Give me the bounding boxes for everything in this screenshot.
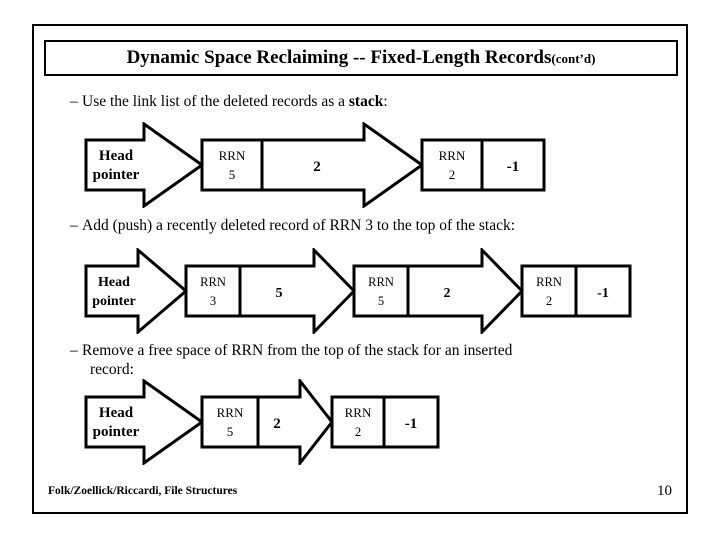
node-rrn-label-2-3: RRN bbox=[536, 275, 562, 289]
node-rrn-label-2-2: RRN bbox=[368, 275, 394, 289]
node-rrn-value-3-1: 5 bbox=[227, 424, 234, 439]
node-pointer-cell-2-3 bbox=[574, 264, 632, 318]
head-pointer-label-line1-3: Head bbox=[99, 405, 134, 421]
page-title-suffix: (cont’d) bbox=[551, 51, 596, 66]
head-pointer-arrow-shape-1 bbox=[84, 122, 205, 208]
node-rrn-value-1-1: 5 bbox=[229, 167, 236, 182]
node-pointer-value-1-2: -1 bbox=[507, 159, 520, 175]
page-title-main: Dynamic Space Reclaiming -- Fixed-Length… bbox=[126, 47, 552, 68]
bullet-text-3-line2: record: bbox=[90, 361, 134, 379]
bullet-item-3: –Remove a free space of RRN from the top… bbox=[70, 341, 680, 380]
node-pointer-arrow-1-1 bbox=[260, 122, 425, 208]
bullet-dash-1: – bbox=[70, 93, 78, 110]
node-rrn-cell-1-1 bbox=[200, 138, 264, 192]
node-rrn-label-3-2: RRN bbox=[345, 405, 372, 420]
linked-list-diagram-3: Head pointer RRN 5 2 RRN 2 -1 bbox=[34, 379, 690, 465]
head-pointer-label-line2-3: pointer bbox=[93, 424, 140, 440]
node-pointer-value-3-1: 2 bbox=[273, 416, 281, 432]
slide-frame: Dynamic Space Reclaiming -- Fixed-Length… bbox=[32, 24, 688, 514]
bullet-bold-stack: stack bbox=[348, 93, 384, 110]
node-rrn-value-2-2: 5 bbox=[378, 294, 384, 308]
node-pointer-arrow-3-1 bbox=[256, 379, 334, 465]
node-rrn-cell-2-3 bbox=[520, 264, 578, 318]
node-rrn-value-1-2: 2 bbox=[449, 167, 456, 182]
node-rrn-cell-2-2 bbox=[352, 264, 410, 318]
linked-list-diagram-1: Head pointer RRN 5 2 RRN 2 -1 bbox=[34, 122, 690, 208]
bullet-dash-3: – bbox=[70, 342, 78, 359]
bullet-text-2: Add (push) a recently deleted record of … bbox=[82, 217, 516, 234]
node-rrn-label-1-2: RRN bbox=[439, 148, 466, 163]
bullet-dash-2: – bbox=[70, 217, 78, 234]
node-pointer-value-1-1: 2 bbox=[313, 159, 321, 175]
node-pointer-cell-3-2 bbox=[382, 395, 440, 449]
bullet-item-1: –Use the link list of the deleted record… bbox=[70, 92, 388, 111]
bullet-text-1b: : bbox=[383, 93, 388, 110]
node-rrn-cell-3-1 bbox=[200, 395, 260, 449]
node-rrn-cell-2-1 bbox=[184, 264, 242, 318]
head-pointer-label-line2-2: pointer bbox=[92, 294, 136, 309]
linked-list-diagram-2: Head pointer RRN 3 5 RRN 5 2 RRN 2 -1 bbox=[34, 248, 690, 334]
page-number: 10 bbox=[657, 483, 672, 499]
node-pointer-arrow-2-2 bbox=[406, 248, 525, 334]
node-rrn-label-2-1: RRN bbox=[200, 275, 226, 289]
head-pointer-label-line1-1: Head bbox=[99, 148, 134, 164]
page-title: Dynamic Space Reclaiming -- Fixed-Length… bbox=[127, 47, 596, 69]
node-pointer-value-3-2: -1 bbox=[405, 416, 418, 432]
bullet-item-2: –Add (push) a recently deleted record of… bbox=[70, 216, 515, 235]
node-rrn-value-2-3: 2 bbox=[546, 294, 552, 308]
head-pointer-label-line2-1: pointer bbox=[93, 167, 140, 183]
node-rrn-value-2-1: 3 bbox=[210, 294, 216, 308]
node-pointer-value-2-3: -1 bbox=[597, 286, 609, 301]
bullet-text-3-line1: Remove a free space of RRN from the top … bbox=[82, 342, 513, 359]
node-pointer-arrow-2-1 bbox=[238, 248, 357, 334]
node-rrn-value-3-2: 2 bbox=[355, 424, 362, 439]
node-rrn-label-1-1: RRN bbox=[219, 148, 246, 163]
head-pointer-arrow-shape-3 bbox=[84, 379, 205, 465]
bullet-text-1a: Use the link list of the deleted records… bbox=[82, 93, 349, 110]
node-pointer-value-2-2: 2 bbox=[444, 286, 451, 301]
node-rrn-cell-1-2 bbox=[420, 138, 484, 192]
footer-credit: Folk/Zoellick/Riccardi, File Structures bbox=[48, 485, 238, 497]
node-rrn-label-3-1: RRN bbox=[217, 405, 244, 420]
node-pointer-cell-1-2 bbox=[480, 138, 546, 192]
node-pointer-value-2-1: 5 bbox=[276, 286, 283, 301]
head-pointer-label-line1-2: Head bbox=[98, 275, 130, 290]
head-pointer-arrow-shape-2 bbox=[84, 248, 189, 334]
slide-title-box: Dynamic Space Reclaiming -- Fixed-Length… bbox=[44, 40, 678, 76]
